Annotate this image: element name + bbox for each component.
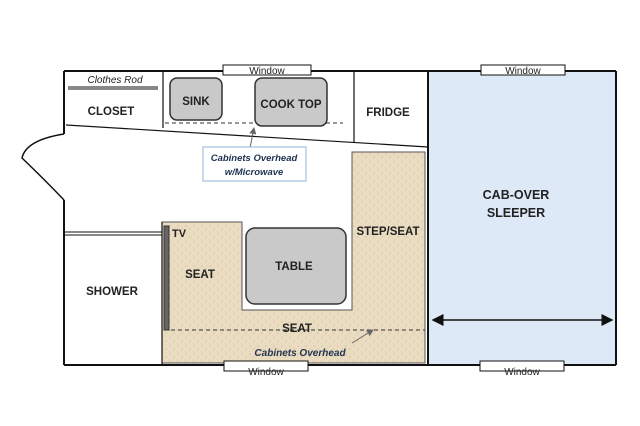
fridge-label: FRIDGE xyxy=(366,107,410,119)
window-top-left-label: Window xyxy=(249,66,285,77)
closet-label: CLOSET xyxy=(88,106,135,118)
sleeper-label-line2: SLEEPER xyxy=(487,206,545,220)
window-bottom-left xyxy=(223,360,309,372)
counter-edge xyxy=(65,124,429,148)
tv xyxy=(163,225,170,331)
callout-leader-bottom xyxy=(351,329,374,344)
callout-line2: w/Microwave xyxy=(225,167,284,178)
window-top-left xyxy=(222,64,312,76)
callout-line1: Cabinets Overhead xyxy=(211,153,298,164)
callout-box xyxy=(202,146,307,182)
cooktop-label: COOK TOP xyxy=(260,99,321,111)
window-top-right xyxy=(480,64,566,76)
window-bottom-right-label: Window xyxy=(504,367,540,378)
cabinets-overhead-bottom-label: Cabinets Overhead xyxy=(254,348,346,359)
callout-leader-top xyxy=(249,127,257,149)
clothes-rod-label: Clothes Rod xyxy=(87,75,142,86)
sleeper-label-line1: CAB-OVER xyxy=(483,188,550,202)
cooktop xyxy=(254,77,328,127)
window-bottom-right xyxy=(479,360,565,372)
seat-left-label: SEAT xyxy=(185,269,215,281)
table xyxy=(245,227,347,305)
tv-label: TV xyxy=(172,228,187,240)
table-label: TABLE xyxy=(275,261,313,273)
seat-bottom-label: SEAT xyxy=(282,323,312,335)
entry-door xyxy=(21,133,65,201)
sink-label: SINK xyxy=(182,96,210,108)
shower-label: SHOWER xyxy=(86,286,138,298)
window-top-right-label: Window xyxy=(505,66,541,77)
sink xyxy=(169,77,223,121)
window-bottom-left-label: Window xyxy=(248,367,284,378)
step-seat-label: STEP/SEAT xyxy=(356,226,419,238)
